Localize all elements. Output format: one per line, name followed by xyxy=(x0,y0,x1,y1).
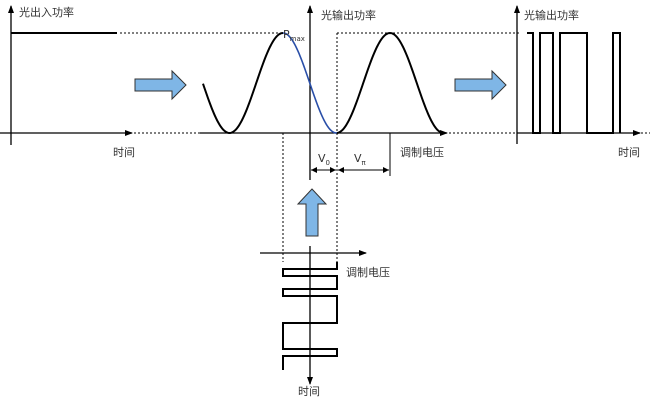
transfer-curve xyxy=(202,31,444,134)
vpi-label: Vπ xyxy=(354,152,367,167)
y-axis-label: 光输出功率 xyxy=(321,8,376,22)
y-axis-label: 时间 xyxy=(298,385,320,398)
output-pulse-train xyxy=(527,32,621,134)
x-axis-label: 调制电压 xyxy=(400,146,444,159)
right-arrow-icon xyxy=(454,69,507,101)
right-arrow-icon xyxy=(134,69,187,101)
y-axis-label: 光输出功率 xyxy=(524,8,579,22)
x-axis-label: 时间 xyxy=(618,146,640,159)
x-axis-label: 时间 xyxy=(113,146,135,159)
output-power-plot: 光输出功率 时间 xyxy=(514,5,641,159)
operating-region-curve xyxy=(282,32,337,134)
y-axis-label: 光出入功率 xyxy=(19,5,74,19)
input-power-plot: 光出入功率 时间 xyxy=(0,5,283,159)
modulation-signal-plot: 调制电压 时间 xyxy=(260,246,390,398)
x-axis-label: 调制电压 xyxy=(346,266,390,279)
pmax-label: Pmax xyxy=(283,28,305,43)
v0-label: V0 xyxy=(318,152,330,167)
square-wave-signal xyxy=(282,262,338,370)
up-arrow-icon xyxy=(296,188,328,237)
transfer-curve-plot: Pmax V0 Vπ 光输出功率 调制电压 xyxy=(200,5,650,262)
